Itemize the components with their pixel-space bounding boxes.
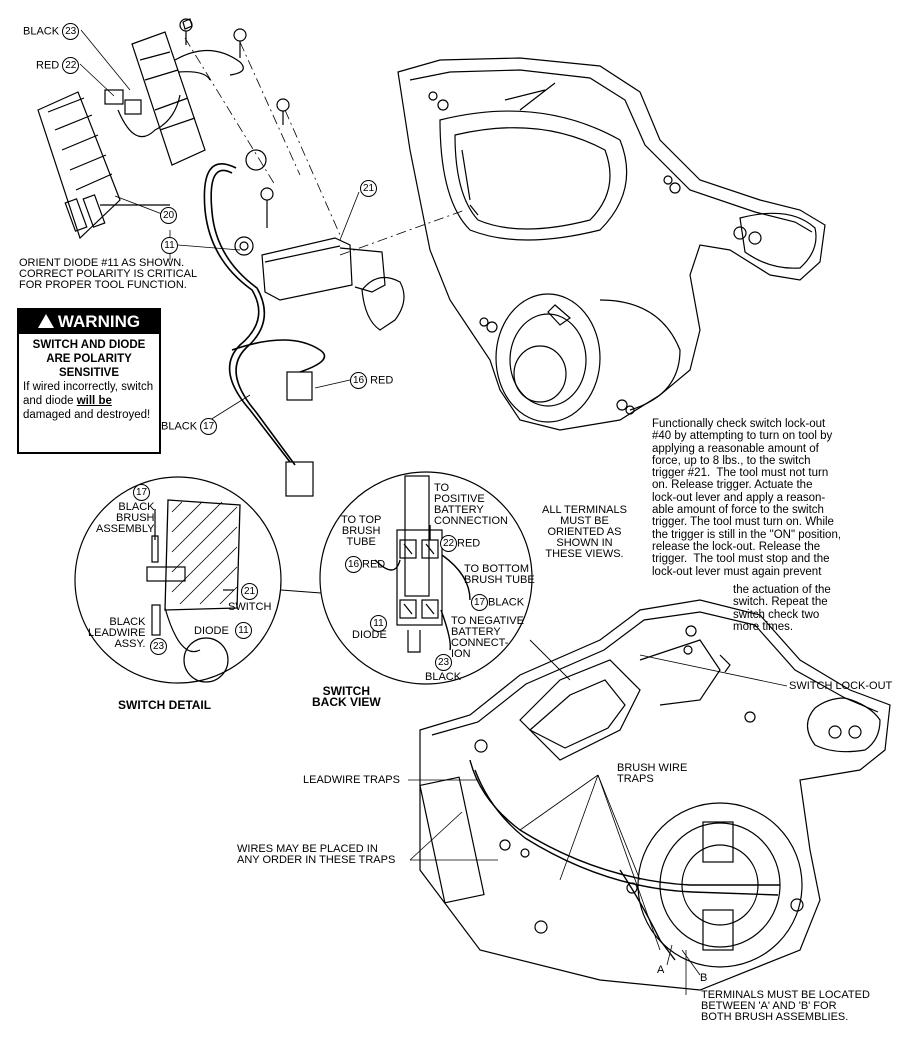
back-diode-label: DIODE	[352, 629, 387, 641]
callout-black-17-text: BLACK	[161, 420, 198, 433]
warning-heading: WARNING	[57, 312, 141, 331]
back-red-16-text: RED	[362, 558, 386, 571]
switch-module-20-drawing	[37, 91, 170, 240]
to-positive-battery-label: TO POSITIVE BATTERY CONNECTION	[434, 482, 508, 527]
back-part-16: 16	[345, 556, 362, 573]
label-a: A	[657, 964, 665, 976]
warning-box: WARNING SWITCH AND DIODE ARE POLARITY SE…	[17, 308, 161, 454]
connector-17	[285, 461, 314, 497]
to-bottom-brush-tube-label: TO BOTTOM BRUSH TUBE	[464, 563, 535, 586]
part-number-11: 11	[161, 237, 178, 254]
terminal-bracket-drawing	[104, 18, 290, 166]
to-negative-battery-label: TO NEGATIVE BATTERY CONNECT- ION	[451, 615, 524, 660]
part-number-17: 17	[200, 418, 218, 435]
back-part-23: 23	[435, 654, 452, 671]
warning-body-text-2: damaged and destroyed!	[23, 409, 151, 421]
callout-red-16-text: RED	[370, 374, 394, 387]
part-number-23: 23	[62, 23, 80, 40]
label-b: B	[700, 972, 708, 984]
wire-harness-drawing	[203, 163, 326, 466]
callout-red-22-text: RED	[36, 59, 60, 72]
switch-detail-title: SWITCH DETAIL	[118, 698, 212, 712]
part-number-20: 20	[160, 207, 177, 224]
callout-black-23: BLACK 23	[23, 23, 80, 40]
wires-any-order-label: WIRES MAY BE PLACED IN ANY ORDER IN THES…	[237, 843, 396, 866]
back-part-17: 17	[471, 594, 488, 611]
part-number-16: 16	[350, 372, 367, 389]
view-connector-lines	[280, 589, 571, 681]
switch-21-trigger-drawing	[234, 149, 405, 331]
connector-16	[286, 371, 313, 401]
brush-wire-traps-label: BRUSH WIRE TRAPS	[617, 762, 688, 785]
functional-check-note: Functionally check switch lock-out #40 b…	[652, 418, 842, 578]
lower-housing-drawing	[419, 599, 891, 991]
callout-red-16: 16 RED	[350, 372, 393, 389]
callout-leaders-upper	[79, 29, 360, 426]
back-black-17-text: BLACK	[488, 596, 525, 609]
orient-diode-note: ORIENT DIODE #11 AS SHOWN. CORRECT POLAR…	[19, 257, 198, 291]
callout-black-17: BLACK 17	[161, 418, 218, 435]
terminals-oriented-note: ALL TERMINALS MUST BE ORIENTED AS SHOWN …	[542, 504, 627, 560]
detail-part-23: 23	[150, 638, 167, 655]
warning-body: If wired incorrectly, switch and diode w…	[19, 380, 159, 422]
callout-leaders-lower	[408, 654, 788, 995]
warning-body-emphasis: will be	[76, 395, 112, 407]
switch-label: SWITCH	[228, 601, 272, 613]
back-red-22-text: RED	[457, 537, 481, 550]
warning-triangle-icon	[37, 314, 54, 328]
part-number-22: 22	[62, 57, 80, 74]
detail-part-21: 21	[241, 583, 258, 600]
leadwire-traps-label: LEADWIRE TRAPS	[303, 774, 400, 786]
switch-detail-circle	[74, 476, 282, 684]
callout-red-22: RED 22	[36, 57, 80, 74]
warning-header: WARNING	[19, 310, 159, 334]
switch-back-view-title: SWITCH BACK VIEW	[312, 684, 381, 709]
terminals-between-note: TERMINALS MUST BE LOCATED BETWEEN 'A' AN…	[701, 989, 870, 1023]
switch-back-view-circle	[319, 471, 533, 685]
back-black-23-label: BLACK	[425, 671, 462, 683]
warning-body-text-1: If wired incorrectly, switch and diode	[23, 381, 154, 407]
to-top-brush-tube-label: TO TOP BRUSH TUBE	[341, 514, 382, 548]
warning-title: SWITCH AND DIODE ARE POLARITY SENSITIVE	[32, 339, 146, 379]
back-part-22: 22	[440, 535, 457, 552]
back-part-11: 11	[370, 615, 387, 632]
assembly-dashed-lines	[184, 37, 466, 256]
black-brush-assembly-label: BLACK BRUSH ASSEMBLY	[96, 501, 155, 535]
switch-lockout-label: SWITCH LOCK-OUT	[789, 680, 893, 692]
detail-part-17: 17	[133, 484, 150, 501]
callout-black-23-text: BLACK	[23, 25, 60, 38]
motor-housing-drawing	[397, 57, 826, 431]
diode-label: DIODE	[194, 625, 229, 637]
detail-part-11: 11	[235, 622, 252, 639]
part-number-21: 21	[360, 180, 377, 197]
black-leadwire-label: BLACK LEADWIRE ASSY.	[88, 616, 146, 650]
functional-check-note-tail: the actuation of the switch. Repeat the …	[733, 584, 831, 633]
